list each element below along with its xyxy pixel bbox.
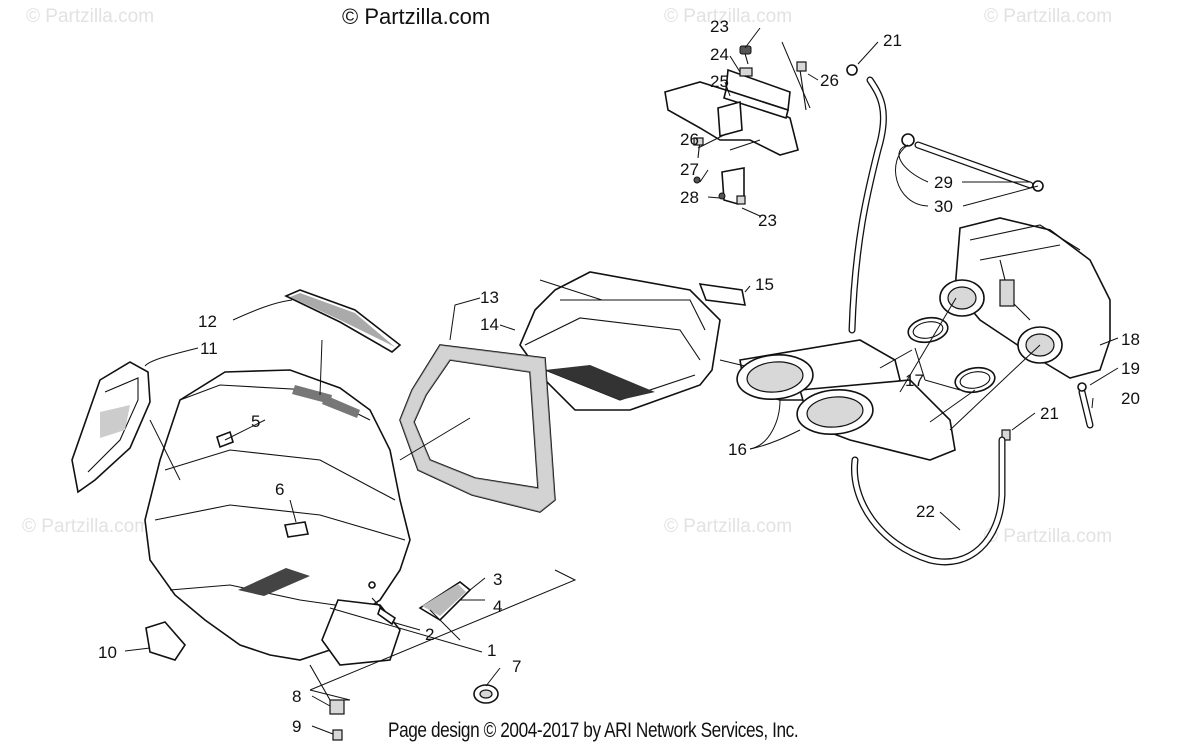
callout-4: 4: [493, 597, 502, 616]
callout-25: 25: [710, 72, 729, 91]
callout-22: 22: [916, 502, 935, 521]
small-parts: [145, 382, 1094, 741]
callout-15: 15: [755, 275, 774, 294]
leader-lines: [124, 27, 1119, 735]
callout-26: 26: [820, 71, 839, 90]
callout-18: 18: [1121, 330, 1140, 349]
copyright-label: © Partzilla.com: [342, 4, 491, 29]
watermark: © Partzilla.com: [664, 6, 793, 27]
callout-17: 17: [905, 371, 924, 390]
callout-30: 30: [934, 197, 953, 216]
watermark: © Partzilla.com: [984, 6, 1113, 27]
callout-8: 8: [292, 687, 301, 706]
callout-28: 28: [680, 188, 699, 207]
callout-3: 3: [493, 570, 502, 589]
callout-19: 19: [1121, 359, 1140, 378]
watermark: © Partzilla.com: [664, 516, 793, 537]
seal-strip: [284, 289, 402, 353]
callout-6: 6: [275, 480, 284, 499]
throttle-body: [939, 217, 1111, 379]
callout-21: 21: [883, 31, 902, 50]
callout-26b: 26: [680, 130, 699, 149]
callout-21b: 21: [1040, 404, 1059, 423]
watermark: © Partzilla.com: [984, 526, 1113, 547]
watermark: © Partzilla.com: [26, 6, 155, 27]
fuel-hose-lower: [850, 436, 1006, 566]
callout-1: 1: [487, 641, 496, 660]
air-filter: [399, 344, 556, 513]
callout-14: 14: [480, 315, 499, 334]
callout-23: 23: [710, 17, 729, 36]
callout-2: 2: [425, 625, 434, 644]
bracket-assembly: [664, 41, 811, 205]
hose-clamps: [907, 316, 996, 394]
callout-7: 7: [512, 657, 521, 676]
callout-12: 12: [198, 312, 217, 331]
hood-assembly: [144, 369, 411, 701]
callout-5: 5: [251, 412, 260, 431]
watermark: © Partzilla.com: [22, 516, 151, 537]
callout-13: 13: [480, 288, 499, 307]
footer-credit: Page design © 2004-2017 by ARI Network S…: [388, 719, 799, 742]
callout-11: 11: [200, 339, 218, 358]
callout-9: 9: [292, 717, 301, 736]
callout-10: 10: [98, 643, 117, 662]
callout-29: 29: [934, 173, 953, 192]
intake-boots: [736, 339, 956, 461]
callout-20: 20: [1121, 389, 1140, 408]
side-panel: [71, 361, 151, 494]
callout-16: 16: [728, 440, 747, 459]
fuel-hose-upper: [846, 64, 1044, 334]
callout-23b: 23: [758, 211, 777, 230]
airbox-lid: [519, 271, 747, 411]
callout-27: 27: [680, 160, 699, 179]
callout-labels: 1 2 3 4 5 6 7 8 9 10 11 12 13 14 15 16 1…: [98, 17, 1140, 736]
callout-24: 24: [710, 45, 729, 64]
